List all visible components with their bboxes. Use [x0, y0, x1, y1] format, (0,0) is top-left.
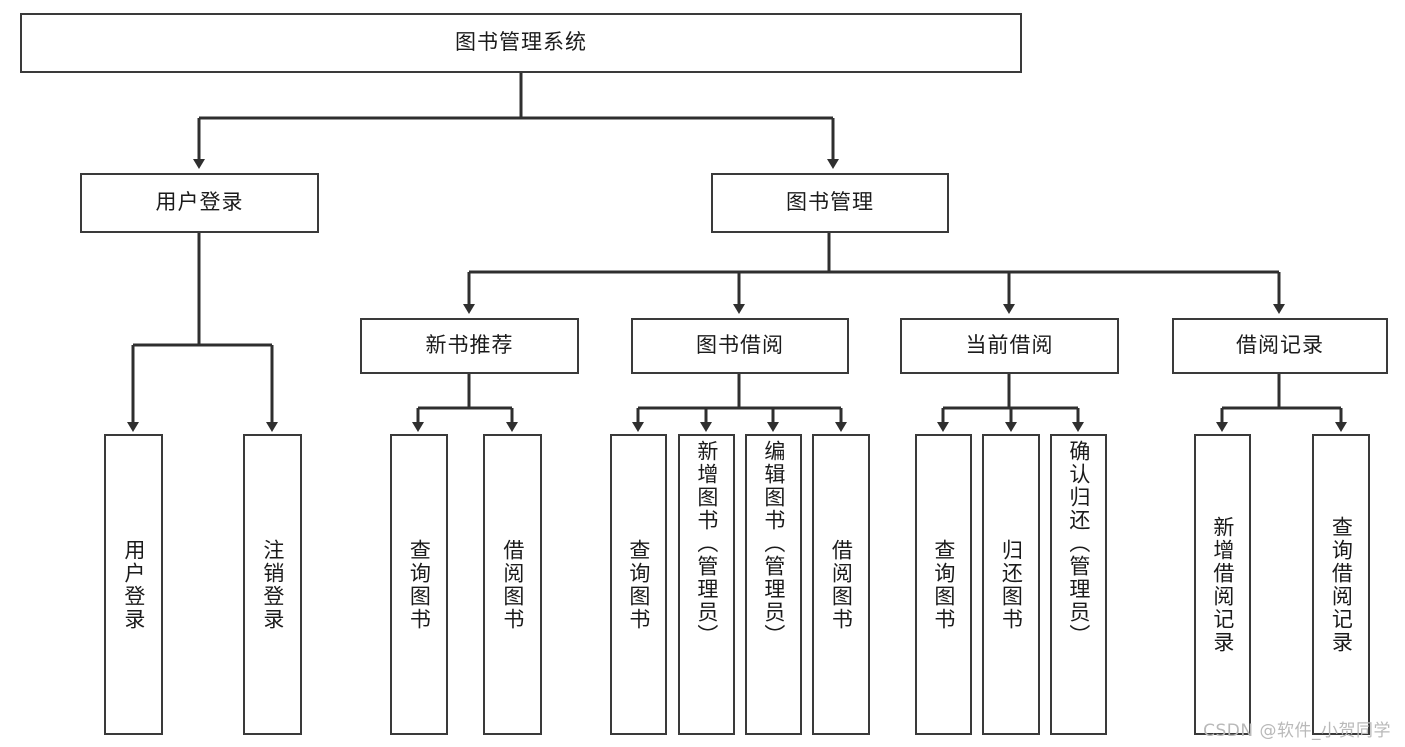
leaf-label: 借阅图书 — [500, 538, 525, 631]
leaf-label: 借阅图书 — [829, 538, 854, 631]
leaf-label: 查询图书 — [407, 538, 432, 631]
node-current-borrow[interactable]: 当前借阅 — [900, 318, 1119, 374]
node-user-login[interactable]: 用户登录 — [80, 173, 319, 233]
leaf-book-borrow-borrow-book[interactable]: 借阅图书 — [812, 434, 870, 735]
leaf-borrow-record-query-record[interactable]: 查询借阅记录 — [1312, 434, 1370, 735]
leaf-book-borrow-add-book-admin[interactable]: 新增图书（管理员） — [678, 434, 735, 735]
node-root-book-management-system[interactable]: 图书管理系统 — [20, 13, 1022, 73]
leaf-label: 注销登录 — [260, 538, 285, 631]
node-book-management[interactable]: 图书管理 — [711, 173, 949, 233]
leaf-user-login-login[interactable]: 用户登录 — [104, 434, 163, 735]
node-label: 新书推荐 — [425, 333, 514, 358]
node-new-book-recommend[interactable]: 新书推荐 — [360, 318, 579, 374]
leaf-label: 确认归还（管理员） — [1066, 440, 1091, 647]
node-label: 当前借阅 — [965, 333, 1054, 358]
csdn-watermark: CSDN @软件_小贺同学 — [1203, 721, 1391, 741]
node-label: 借阅记录 — [1236, 333, 1324, 358]
leaf-new-book-borrow-book[interactable]: 借阅图书 — [483, 434, 542, 735]
leaf-new-book-query-book[interactable]: 查询图书 — [390, 434, 448, 735]
node-label: 图书管理 — [786, 190, 874, 215]
leaf-label: 查询图书 — [931, 538, 956, 631]
leaf-current-borrow-return-book[interactable]: 归还图书 — [982, 434, 1040, 735]
node-borrow-record[interactable]: 借阅记录 — [1172, 318, 1388, 374]
leaf-current-borrow-confirm-return-admin[interactable]: 确认归还（管理员） — [1050, 434, 1107, 735]
node-label: 用户登录 — [155, 190, 244, 215]
leaf-label: 新增图书（管理员） — [694, 440, 719, 647]
leaf-label: 用户登录 — [121, 538, 146, 631]
leaf-label: 归还图书 — [999, 538, 1024, 631]
node-label: 图书管理系统 — [455, 30, 587, 55]
leaf-label: 查询图书 — [626, 538, 651, 631]
leaf-borrow-record-add-record[interactable]: 新增借阅记录 — [1194, 434, 1251, 735]
leaf-label: 编辑图书（管理员） — [761, 440, 786, 647]
leaf-label: 查询借阅记录 — [1329, 515, 1354, 654]
node-label: 图书借阅 — [696, 333, 784, 358]
node-book-borrow[interactable]: 图书借阅 — [631, 318, 849, 374]
leaf-book-borrow-edit-book-admin[interactable]: 编辑图书（管理员） — [745, 434, 802, 735]
leaf-user-login-logout[interactable]: 注销登录 — [243, 434, 302, 735]
leaf-current-borrow-query-book[interactable]: 查询图书 — [915, 434, 972, 735]
leaf-book-borrow-query-book[interactable]: 查询图书 — [610, 434, 667, 735]
leaf-label: 新增借阅记录 — [1210, 515, 1235, 654]
